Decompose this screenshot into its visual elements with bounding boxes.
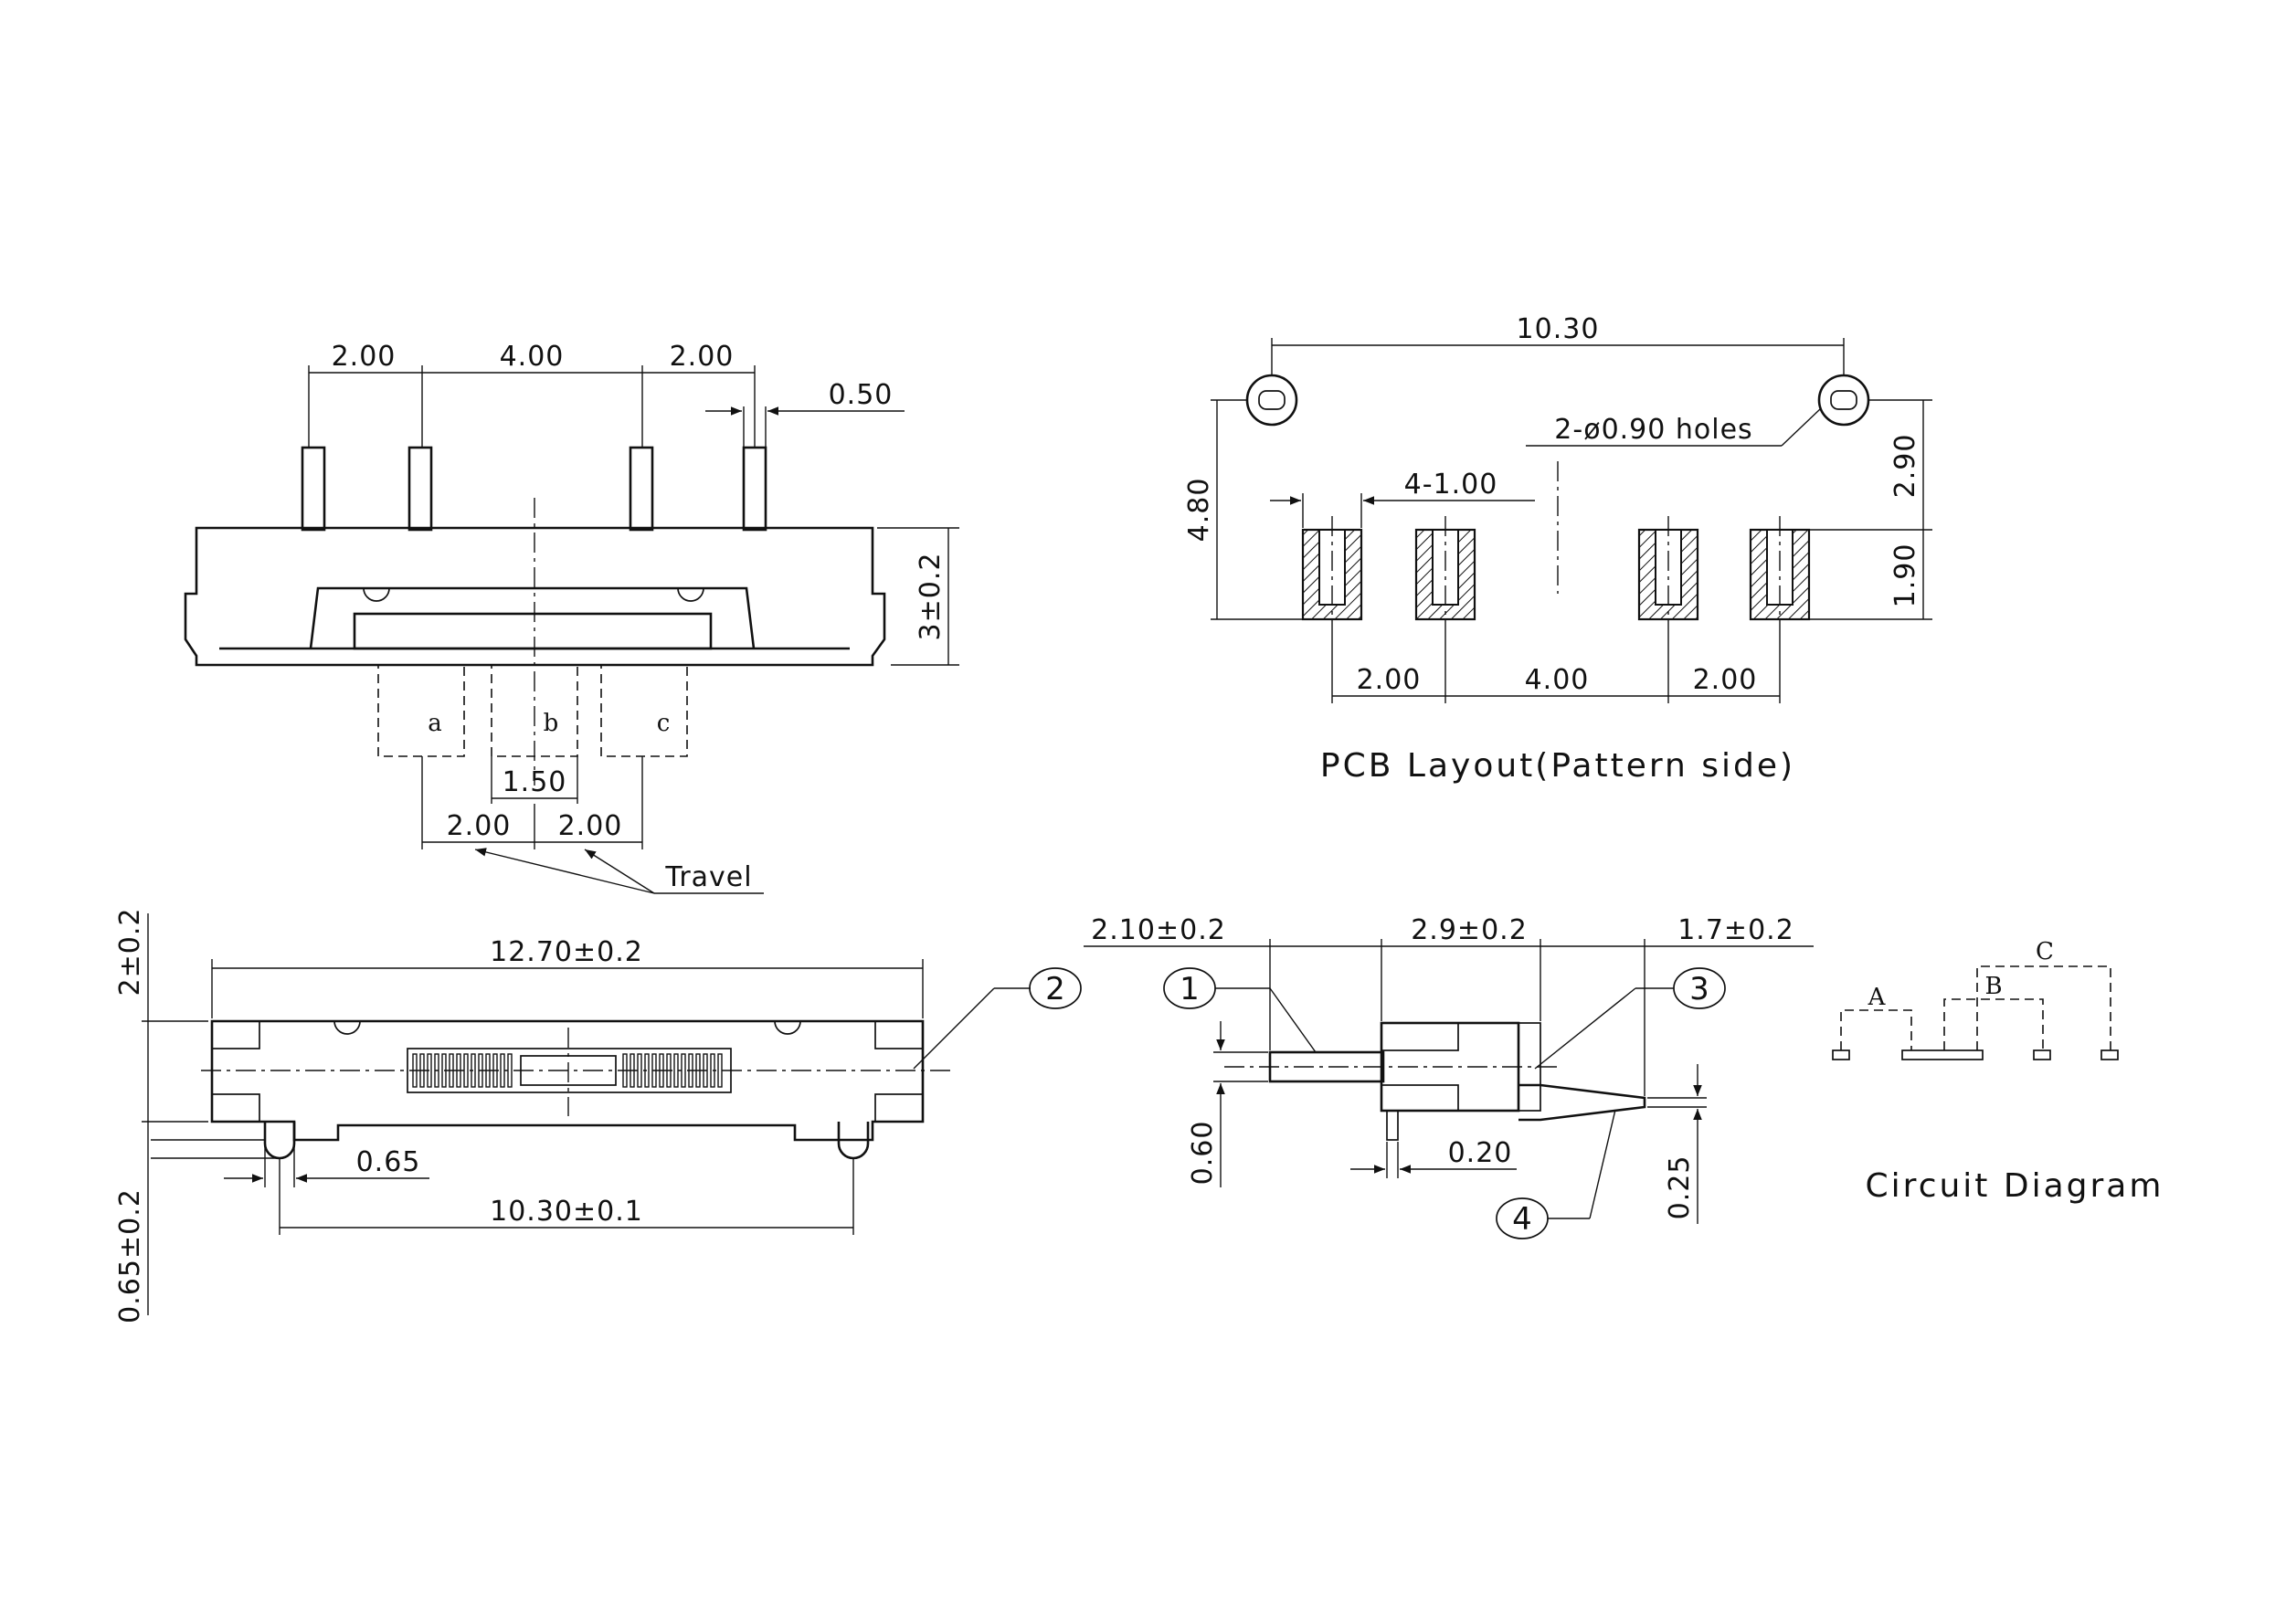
- position-a: a: [428, 710, 442, 737]
- grip-ridge: [681, 1053, 686, 1088]
- front-pitch-dims: [308, 365, 756, 448]
- length-label: 12.70±0.2: [490, 936, 643, 968]
- thickness-dim: [142, 913, 208, 1315]
- position-b: b: [544, 710, 559, 737]
- grip-ridge: [507, 1053, 513, 1088]
- total-height-label: 4.80: [1183, 478, 1215, 543]
- total-height-dim: [1211, 399, 1302, 620]
- pin-offset-dim: [1213, 1021, 1268, 1187]
- grip-ridge: [637, 1053, 642, 1088]
- side-mid-dim: 2.9±0.2: [1411, 914, 1528, 946]
- front-pitch-label-3: 2.00: [670, 341, 735, 373]
- right-height-dims: [1809, 399, 1932, 620]
- pin-width-label: 0.50: [829, 379, 894, 411]
- switch-slot: [309, 586, 756, 649]
- pin-width-dim: [705, 406, 905, 448]
- post-span-dim: [279, 1158, 854, 1235]
- grip-ridge: [717, 1053, 723, 1088]
- upper-height-label: 2.90: [1889, 434, 1921, 499]
- balloon-1: 1: [1180, 971, 1200, 1007]
- side-tab: [1518, 1083, 1646, 1122]
- grip-ridge: [500, 1053, 505, 1088]
- pcb-layout-title: PCB Layout(Pattern side): [1320, 747, 1795, 785]
- travel-value-2: 2.00: [558, 810, 623, 842]
- bottom-body-outline: [210, 1019, 925, 1142]
- left-post: [263, 1122, 296, 1160]
- travel-value-1: 2.00: [447, 810, 512, 842]
- front-view: a b c 2.00 4.00 2.00 0.50 3±0.2: [184, 341, 959, 894]
- offset-label: 0.65: [356, 1146, 421, 1178]
- front-height-label: 3±0.2: [915, 553, 947, 641]
- pcb-pads: [1301, 528, 1811, 621]
- travel-dims: [421, 756, 764, 894]
- holes-note: 2-ø0.90 holes: [1554, 414, 1752, 446]
- circuit-label-c: C: [2036, 938, 2054, 965]
- front-pitch-label-1: 2.00: [332, 341, 397, 373]
- front-pitch-label-2: 4.00: [500, 341, 565, 373]
- slide-positions: [377, 664, 688, 757]
- circuit-label-b: B: [1984, 973, 2002, 1000]
- side-left-dim: 2.10±0.2: [1091, 914, 1226, 946]
- pin-thickness-dim: [1350, 1142, 1517, 1178]
- pin-thickness-label: 0.20: [1448, 1137, 1513, 1169]
- position-c: c: [657, 710, 671, 737]
- circuit-connections: [1840, 965, 2111, 1050]
- balloon-4: 4: [1512, 1201, 1532, 1238]
- pin-offset-label: 0.60: [1187, 1121, 1219, 1186]
- grip-ridge: [463, 1053, 469, 1088]
- front-pins: [301, 446, 767, 532]
- balloon-3: 3: [1689, 971, 1709, 1007]
- travel-label: Travel: [664, 861, 752, 893]
- pad-width-dim: [1270, 493, 1535, 528]
- tab-thickness-label: 0.25: [1664, 1155, 1696, 1220]
- pad-note: 4-1.00: [1404, 469, 1498, 501]
- lower-height-label: 1.90: [1889, 543, 1921, 608]
- pcb-pitch-label-2: 4.00: [1525, 664, 1590, 696]
- length-dim: [211, 959, 924, 1018]
- side-right-dim: 1.7±0.2: [1677, 914, 1794, 946]
- bottom-view: 12.70±0.2 2±0.2 0.65±0.2 0.65 10.30±0.1: [114, 908, 1082, 1323]
- grip-ridge: [673, 1053, 679, 1088]
- hole-spacing-label: 10.30: [1517, 313, 1600, 345]
- post-span-label: 10.30±0.1: [490, 1196, 643, 1228]
- circuit-terminals: [1832, 1049, 2119, 1060]
- balloon-2: 2: [1045, 971, 1065, 1007]
- circuit-label-a: A: [1868, 984, 1887, 1011]
- side-pin: [1386, 1110, 1399, 1141]
- side-top-dims: [1084, 939, 1814, 1096]
- knob-width-dim: [491, 756, 578, 804]
- offset-dim: [224, 1142, 429, 1187]
- pcb-layout: 10.30 2-ø0.90 holes 4-1.00: [1183, 313, 1932, 785]
- post-height-label: 0.65±0.2: [114, 1188, 146, 1323]
- circuit-diagram-title: Circuit Diagram: [1866, 1167, 2164, 1205]
- tab-thickness-dim: [1647, 1064, 1707, 1224]
- pcb-pitch-label-1: 2.00: [1357, 664, 1422, 696]
- pcb-pitch-label-3: 2.00: [1693, 664, 1758, 696]
- hole-spacing-dim: [1271, 338, 1845, 374]
- front-height-dim: [877, 527, 959, 666]
- thickness-label: 2±0.2: [114, 908, 146, 997]
- slider-bar: [353, 612, 713, 650]
- side-view: 2.10±0.2 2.9±0.2 1.7±0.2 0.60 0.20 0.25: [1084, 914, 1814, 1239]
- pcb-pitch-dims: [1331, 630, 1781, 703]
- circuit-diagram: A B C Circuit Diagram: [1832, 938, 2164, 1205]
- switch-body-outline: [184, 526, 886, 667]
- knob-width-label: 1.50: [503, 766, 567, 798]
